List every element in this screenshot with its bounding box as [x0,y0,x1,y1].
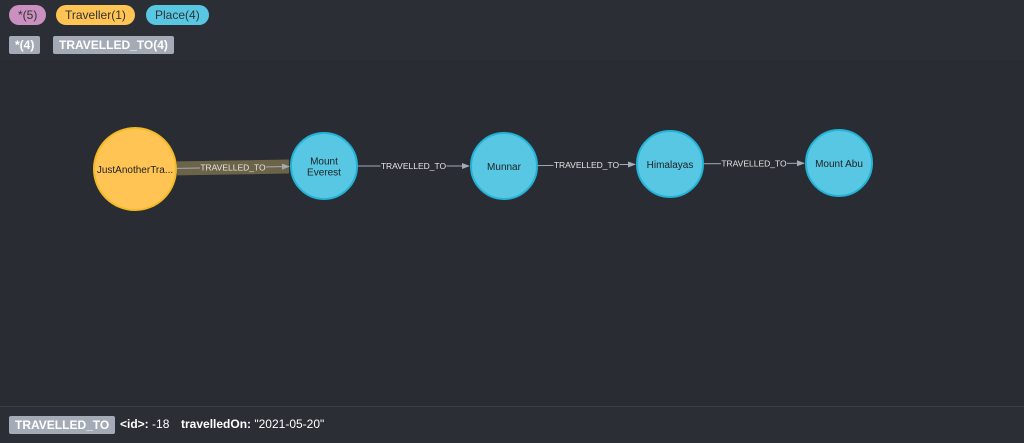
inspector-id: <id>: -18 [120,417,169,431]
relationship-label-bg [199,161,266,174]
inspector-id-value: -18 [152,417,170,431]
relationship-label-bg [380,160,447,172]
inspector-type-tag[interactable]: TRAVELLED_TO [9,416,116,434]
reltype-travelled-to-tag[interactable]: TRAVELLED_TO(4) [53,36,174,54]
node-caption: Mount Abu [815,159,863,170]
relationship-label-bg [721,157,787,170]
node-circle[interactable] [636,130,704,198]
graph-canvas[interactable]: TRAVELLED_TO TRAVELLED_TO TRAVELLED_TO TRAV… [0,60,1024,406]
node-circle[interactable] [290,132,358,200]
label-all-text: *(5) [18,8,38,22]
node-caption: Munnar [487,162,522,173]
node-munnar[interactable]: Munnar [470,132,538,200]
relationship-munnar-himalayas[interactable]: TRAVELLED_TO [537,159,637,172]
label-place-pill[interactable]: Place(4) [146,5,209,25]
relationship-traveller-everest[interactable]: TRAVELLED_TO [176,159,291,176]
inspector-prop-key: travelledOn: [181,417,252,431]
relationship-himalayas-abu[interactable]: TRAVELLED_TO [703,157,806,170]
label-traveller-name: Traveller [65,8,112,22]
graph-svg[interactable]: TRAVELLED_TO TRAVELLED_TO TRAVELLED_TO TRAV… [0,60,1024,406]
node-circle[interactable] [93,127,177,211]
node-circle[interactable] [805,129,873,197]
legend-bar: *(5) Traveller(1) Place(4) *(4) TRAVELLE… [0,0,1024,60]
relationship-label: TRAVELLED_TO [381,161,447,171]
node-himalayas[interactable]: Himalayas [636,130,704,198]
label-all-pill[interactable]: *(5) [9,5,47,25]
node-circle[interactable] [470,132,538,200]
relationship-label: TRAVELLED_TO [554,160,620,170]
inspector-prop-value: "2021-05-20" [254,417,325,431]
node-caption: Mount [310,157,338,168]
node-caption: JustAnotherTra... [97,165,173,176]
label-place-name: Place [155,8,186,22]
node-abu[interactable]: Mount Abu [805,129,873,197]
inspector-travelled-on: travelledOn: "2021-05-20" [181,417,324,431]
inspector-bar: TRAVELLED_TO <id>: -18 travelledOn: "202… [0,406,1024,443]
relationship-label-bg [553,159,620,172]
relationship-label: TRAVELLED_TO [721,159,787,169]
node-caption: Everest [307,168,341,179]
inspector-id-key: <id>: [120,417,149,431]
label-traveller-count: (1) [111,8,126,22]
reltype-all-tag[interactable]: *(4) [9,36,41,54]
relationship-label: TRAVELLED_TO [200,162,266,172]
label-place-count: (4) [185,8,200,22]
node-traveller[interactable]: JustAnotherTra... [93,127,177,211]
relationship-everest-munnar[interactable]: TRAVELLED_TO [358,160,470,172]
label-traveller-pill[interactable]: Traveller(1) [56,5,135,25]
node-caption: Himalayas [647,160,694,171]
